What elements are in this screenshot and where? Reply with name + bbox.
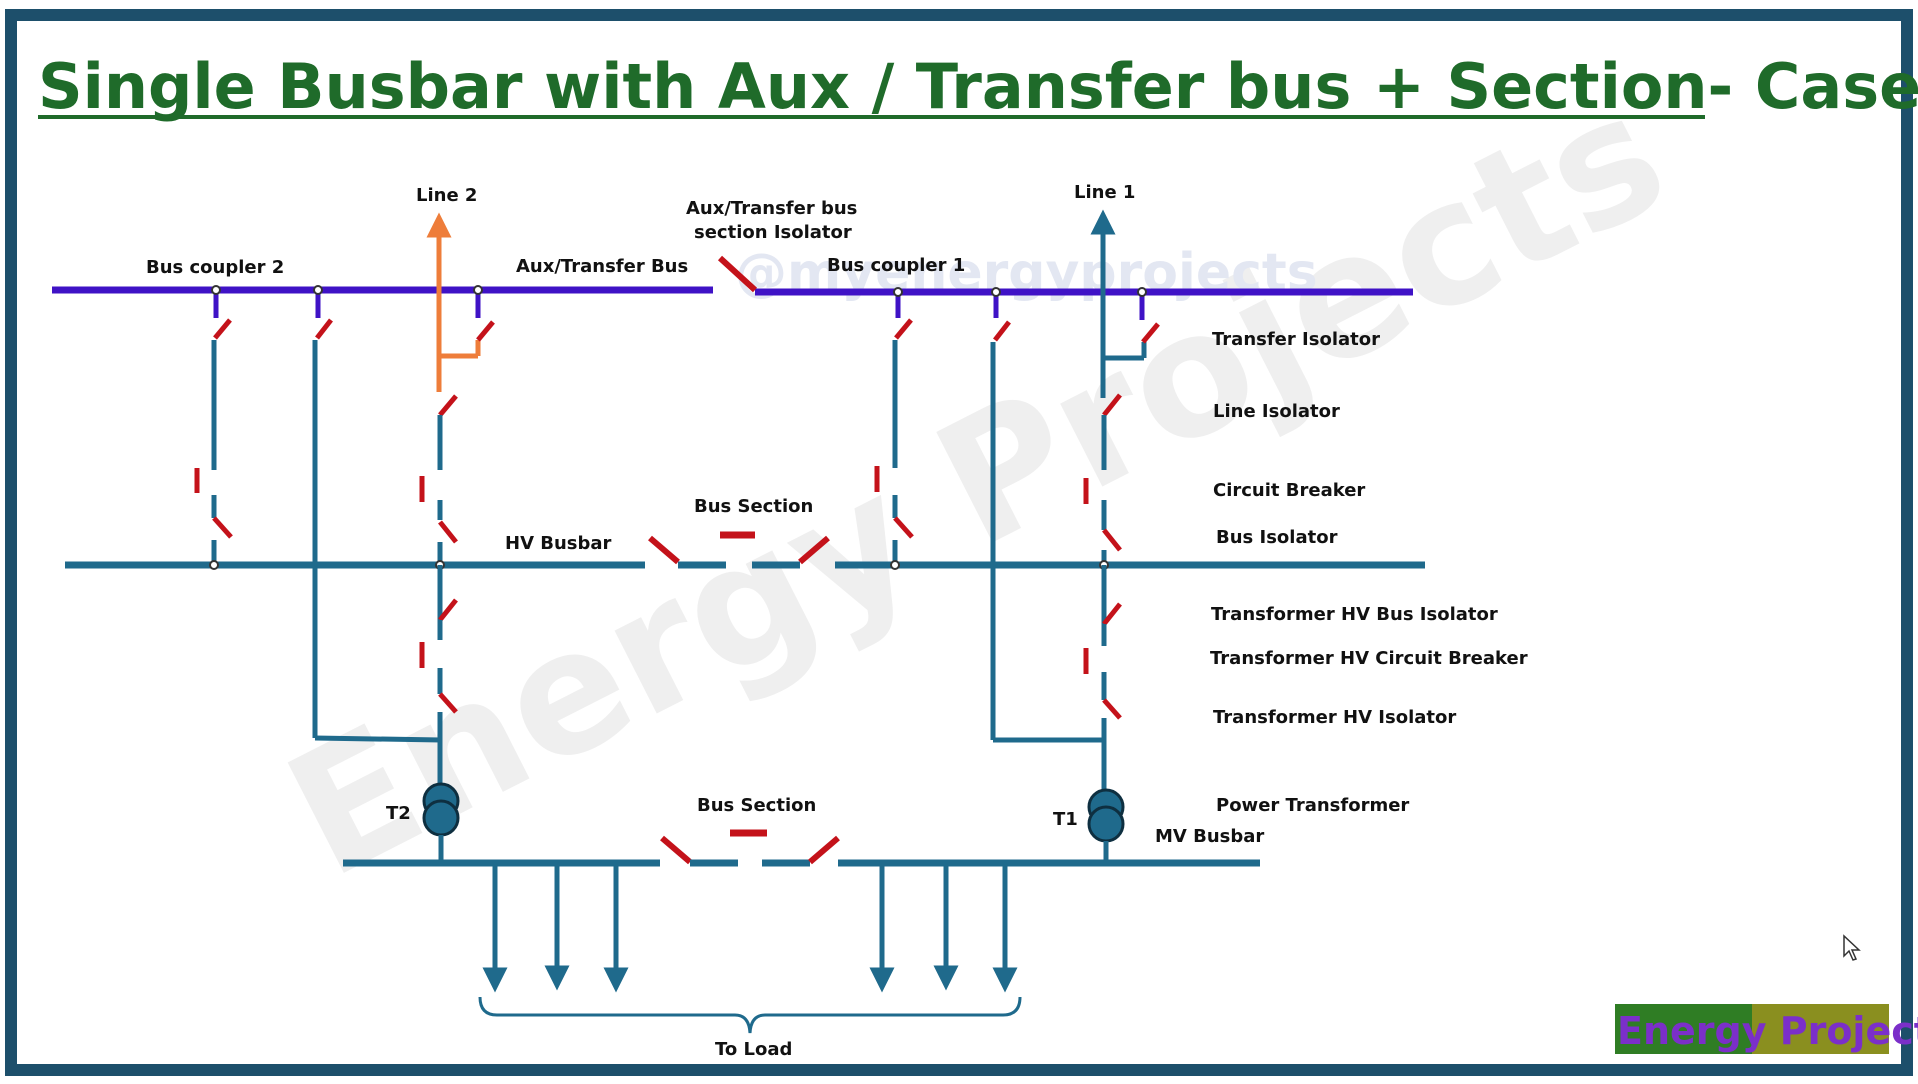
outer-border	[5, 9, 1913, 1076]
label-line-isolator: Line Isolator	[1213, 401, 1340, 422]
t2-transfer-path	[312, 285, 442, 743]
label-bus-coupler-1: Bus coupler 1	[827, 255, 965, 276]
label-line-1: Line 1	[1074, 182, 1135, 203]
bus-coupler-1	[874, 287, 914, 570]
t1-transfer-path	[990, 287, 1104, 743]
label-t1: T1	[1053, 809, 1078, 830]
transformer-t2	[422, 782, 460, 863]
load-feeders	[482, 863, 1018, 993]
line-2-feeder	[419, 212, 495, 570]
label-to-load: To Load	[715, 1039, 792, 1060]
energy-projects-logo: Energy Projects	[1615, 1004, 1918, 1054]
label-transformer-hv-circuit-breaker: Transformer HV Circuit Breaker	[1210, 648, 1528, 669]
label-transformer-hv-isolator: Transformer HV Isolator	[1213, 707, 1456, 728]
mv-bus-section-switch	[660, 829, 840, 867]
label-bus-section-mv: Bus Section	[697, 795, 816, 816]
to-load-brace	[478, 996, 1022, 1034]
aux-transfer-bus	[52, 286, 1413, 296]
label-aux-section-isolator-1: Aux/Transfer bus	[686, 198, 857, 219]
label-hv-busbar: HV Busbar	[505, 533, 612, 554]
bus-coupler-2	[194, 285, 233, 570]
t2-hv-bay	[419, 565, 458, 790]
mouse-cursor-icon	[1843, 934, 1861, 961]
label-aux-section-isolator-2: section Isolator	[694, 222, 852, 243]
aux-bus-section-isolator	[717, 255, 758, 293]
label-t2: T2	[386, 803, 411, 824]
page-title: Single Busbar with Aux / Transfer bus + …	[38, 50, 1918, 123]
label-transfer-isolator: Transfer Isolator	[1212, 329, 1380, 350]
t1-hv-bay	[1083, 565, 1122, 798]
labels: Line 2 Line 1 Aux/Transfer bus section I…	[146, 182, 1528, 1060]
label-mv-busbar: MV Busbar	[1155, 826, 1264, 847]
label-transformer-hv-bus-isolator: Transformer HV Bus Isolator	[1211, 604, 1498, 625]
label-aux-transfer-bus: Aux/Transfer Bus	[516, 256, 688, 277]
label-bus-isolator: Bus Isolator	[1216, 527, 1338, 548]
logo-text: Energy Projects	[1617, 1009, 1918, 1053]
label-bus-coupler-2: Bus coupler 2	[146, 257, 284, 278]
transformer-t1	[1087, 788, 1125, 863]
label-circuit-breaker: Circuit Breaker	[1213, 480, 1365, 501]
label-power-transformer: Power Transformer	[1216, 795, 1409, 816]
label-line-2: Line 2	[416, 185, 477, 206]
hv-bus-section-switch	[648, 531, 830, 569]
line-1-feeder	[1083, 209, 1160, 570]
label-bus-section-hv: Bus Section	[694, 496, 813, 517]
